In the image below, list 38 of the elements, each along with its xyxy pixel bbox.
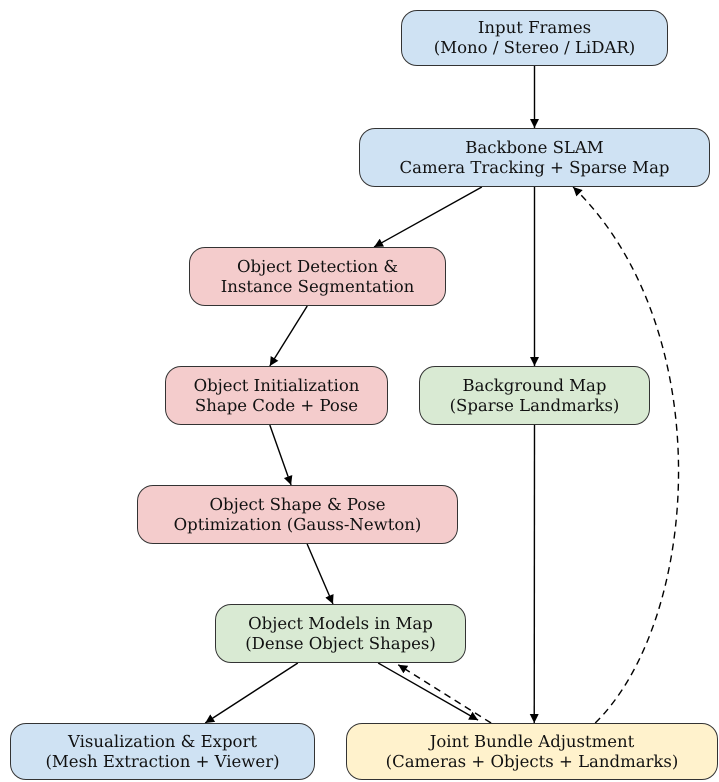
node-label: (Dense Object Shapes): [245, 634, 436, 654]
arrow: [269, 306, 308, 366]
node-label: Joint Bundle Adjustment: [430, 732, 634, 752]
process-box: [215, 604, 466, 663]
node-label: Object Models in Map: [248, 614, 433, 634]
process-box: [346, 723, 718, 780]
arrow: [204, 662, 298, 724]
arrow: [530, 66, 539, 128]
arrow: [269, 424, 292, 486]
arrow: [530, 187, 539, 366]
arrow: [572, 186, 680, 724]
node-label: (Mesh Extraction + Viewer): [45, 752, 280, 772]
node-label: Object Shape & Pose: [210, 494, 386, 514]
node-label: (Cameras + Objects + Landmarks): [386, 752, 678, 772]
arrow: [398, 664, 492, 724]
process-box: [401, 10, 668, 66]
arrow: [374, 186, 482, 248]
node-label: Visualization & Export: [68, 732, 257, 752]
node-label: Object Initialization: [194, 376, 360, 396]
process-box: [189, 247, 446, 306]
node-label: Shape Code + Pose: [194, 396, 358, 416]
process-box: [359, 128, 710, 187]
node-label: Optimization (Gauss-Newton): [174, 514, 422, 534]
process-box: [165, 366, 388, 425]
node-label: Background Map: [462, 376, 606, 396]
process-box: [419, 366, 650, 425]
node-label: Object Detection &: [236, 256, 398, 276]
node-label: (Sparse Landmarks): [450, 396, 620, 416]
process-box: [137, 485, 458, 544]
arrow: [378, 662, 478, 721]
arrow: [306, 544, 334, 604]
node-label: Backbone SLAM: [465, 138, 604, 158]
arrow: [530, 425, 539, 723]
node-label: Input Frames: [478, 18, 592, 38]
process-box: [10, 723, 315, 780]
node-label: (Mono / Stereo / LiDAR): [434, 38, 636, 58]
node-label: Camera Tracking + Sparse Map: [400, 158, 670, 178]
node-label: Instance Segmentation: [220, 276, 414, 296]
